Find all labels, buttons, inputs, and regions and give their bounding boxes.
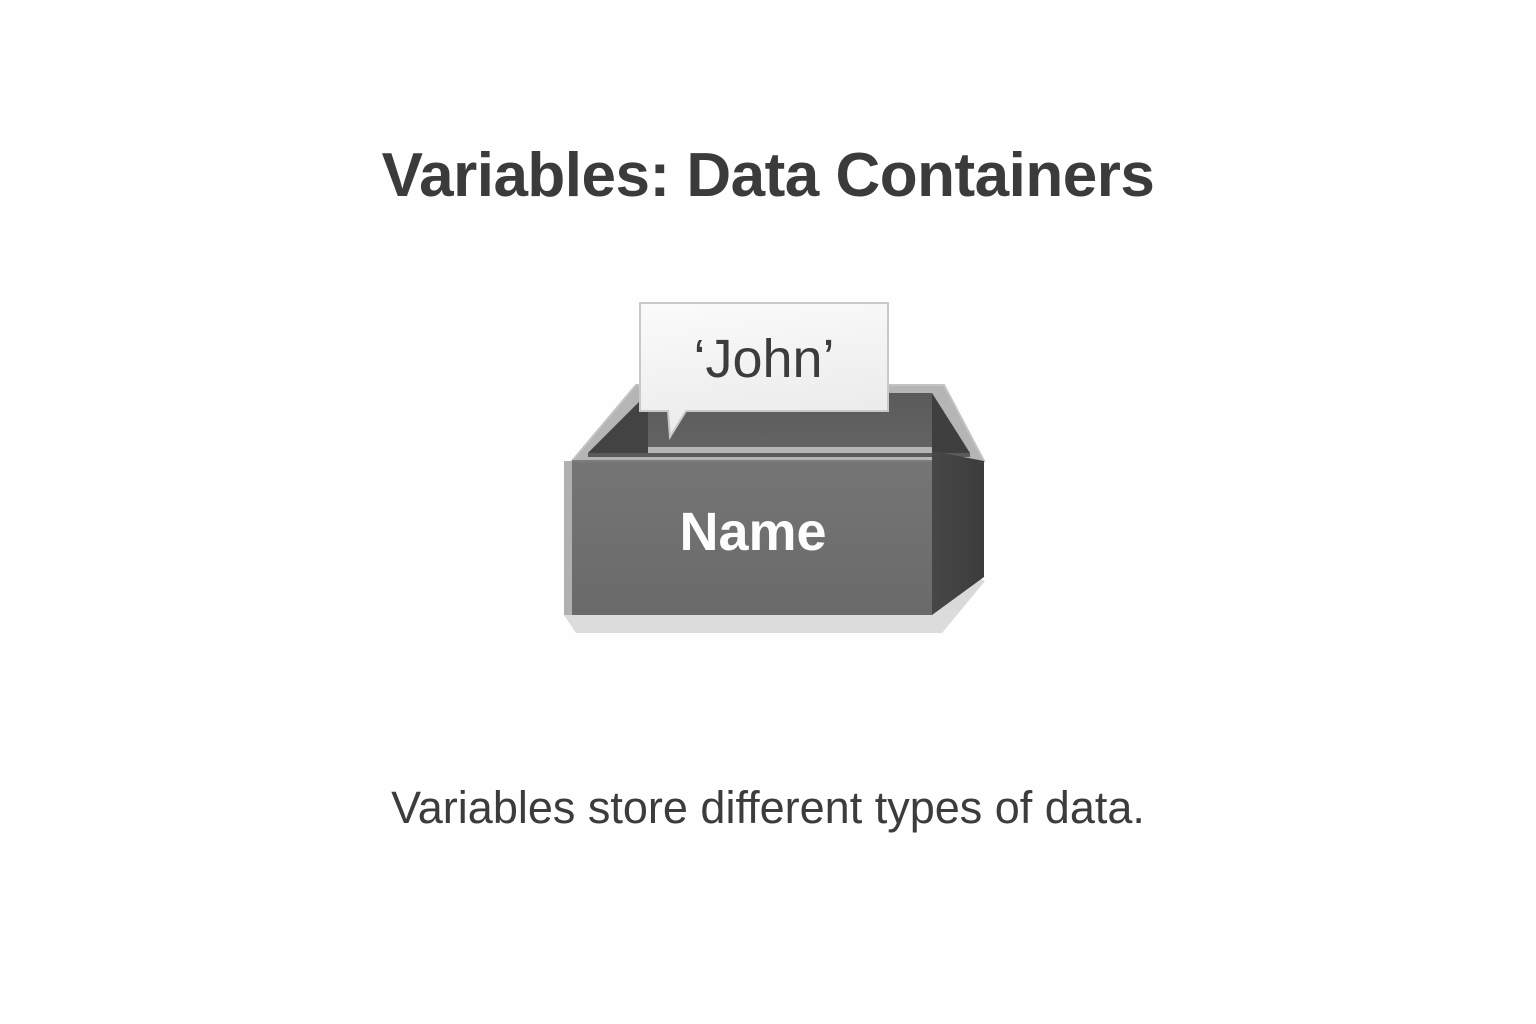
box-right-face (932, 451, 984, 615)
box-label: Name (679, 502, 826, 562)
variable-box-illustration: Name ‘John’ (540, 285, 1000, 655)
variable-box-svg: Name ‘John’ (564, 302, 986, 633)
box-front-left-edge (564, 461, 572, 615)
box-shadow (564, 573, 985, 633)
box-front-face (572, 460, 932, 615)
slide-caption: Variables store different types of data. (391, 782, 1145, 833)
page-title: Variables: Data Containers (381, 140, 1155, 210)
speech-bubble: ‘John’ (639, 302, 889, 441)
box-interior (588, 393, 970, 457)
speech-bubble-value: ‘John’ (693, 329, 834, 389)
speech-bubble-shape (639, 302, 889, 441)
